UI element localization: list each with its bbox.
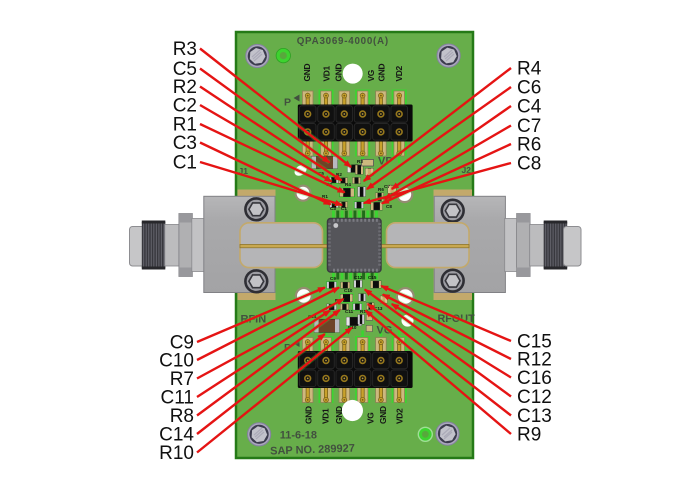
svg-text:QPA3069-4000(A): QPA3069-4000(A) [297,36,389,47]
svg-text:R7: R7 [170,369,194,390]
svg-text:R4: R4 [345,182,351,187]
svg-text:P: P [284,97,291,109]
svg-text:C9: C9 [330,276,336,281]
svg-text:J1: J1 [239,166,249,176]
svg-text:VD1: VD1 [321,408,331,424]
svg-text:C8: C8 [386,204,392,209]
svg-text:R6: R6 [517,135,541,156]
svg-text:R4: R4 [517,59,542,80]
svg-text:R3: R3 [357,159,363,164]
svg-text:J2: J2 [462,165,472,175]
svg-text:C7: C7 [517,116,541,137]
svg-text:C10: C10 [344,288,353,293]
svg-text:GND: GND [377,64,387,82]
svg-text:VD2: VD2 [394,65,404,81]
svg-text:C3: C3 [173,133,197,154]
svg-text:VG: VG [366,70,376,82]
svg-text:VG: VG [377,325,393,337]
svg-text:C12: C12 [517,387,552,408]
svg-text:R3: R3 [173,39,197,60]
svg-text:GND: GND [304,406,314,424]
svg-text:11-6-18: 11-6-18 [280,430,317,442]
svg-text:R1: R1 [173,115,197,136]
svg-text:C4: C4 [517,97,542,118]
svg-text:GND: GND [302,64,312,82]
svg-text:R2: R2 [173,77,197,98]
svg-text:C10: C10 [159,351,194,372]
svg-text:VD2: VD2 [395,408,405,424]
svg-text:C14: C14 [159,425,194,446]
svg-text:R8: R8 [170,406,194,427]
svg-text:C2: C2 [173,96,197,117]
svg-text:VG: VG [366,412,376,424]
svg-text:C6: C6 [517,78,541,99]
svg-text:C11: C11 [345,309,354,314]
svg-text:GND: GND [378,406,388,424]
svg-text:GND: GND [334,64,344,82]
svg-text:C15: C15 [368,275,377,280]
svg-text:C5: C5 [173,59,197,80]
svg-text:C3: C3 [330,206,336,211]
svg-text:C13: C13 [517,406,552,427]
svg-text:C8: C8 [517,154,541,175]
svg-text:VP: VP [378,156,393,168]
svg-text:R12: R12 [360,309,369,314]
svg-text:C5: C5 [318,171,324,176]
svg-text:R9: R9 [517,425,541,446]
svg-text:C9: C9 [170,333,194,354]
svg-text:C16: C16 [517,368,552,389]
svg-text:C12: C12 [354,275,363,280]
svg-text:R10: R10 [159,443,194,464]
svg-text:GND: GND [334,406,344,424]
svg-text:C1: C1 [341,206,347,211]
svg-text:C7: C7 [384,184,390,189]
svg-text:VD1: VD1 [321,65,331,81]
svg-text:C15: C15 [517,332,552,353]
svg-text:R12: R12 [517,350,552,371]
svg-text:C13: C13 [374,306,383,311]
svg-text:C11: C11 [161,388,194,409]
svg-text:R6: R6 [378,187,384,192]
svg-text:C1: C1 [173,153,197,174]
svg-text:SAP NO. 289927: SAP NO. 289927 [270,443,355,458]
svg-text:R1: R1 [322,194,328,199]
